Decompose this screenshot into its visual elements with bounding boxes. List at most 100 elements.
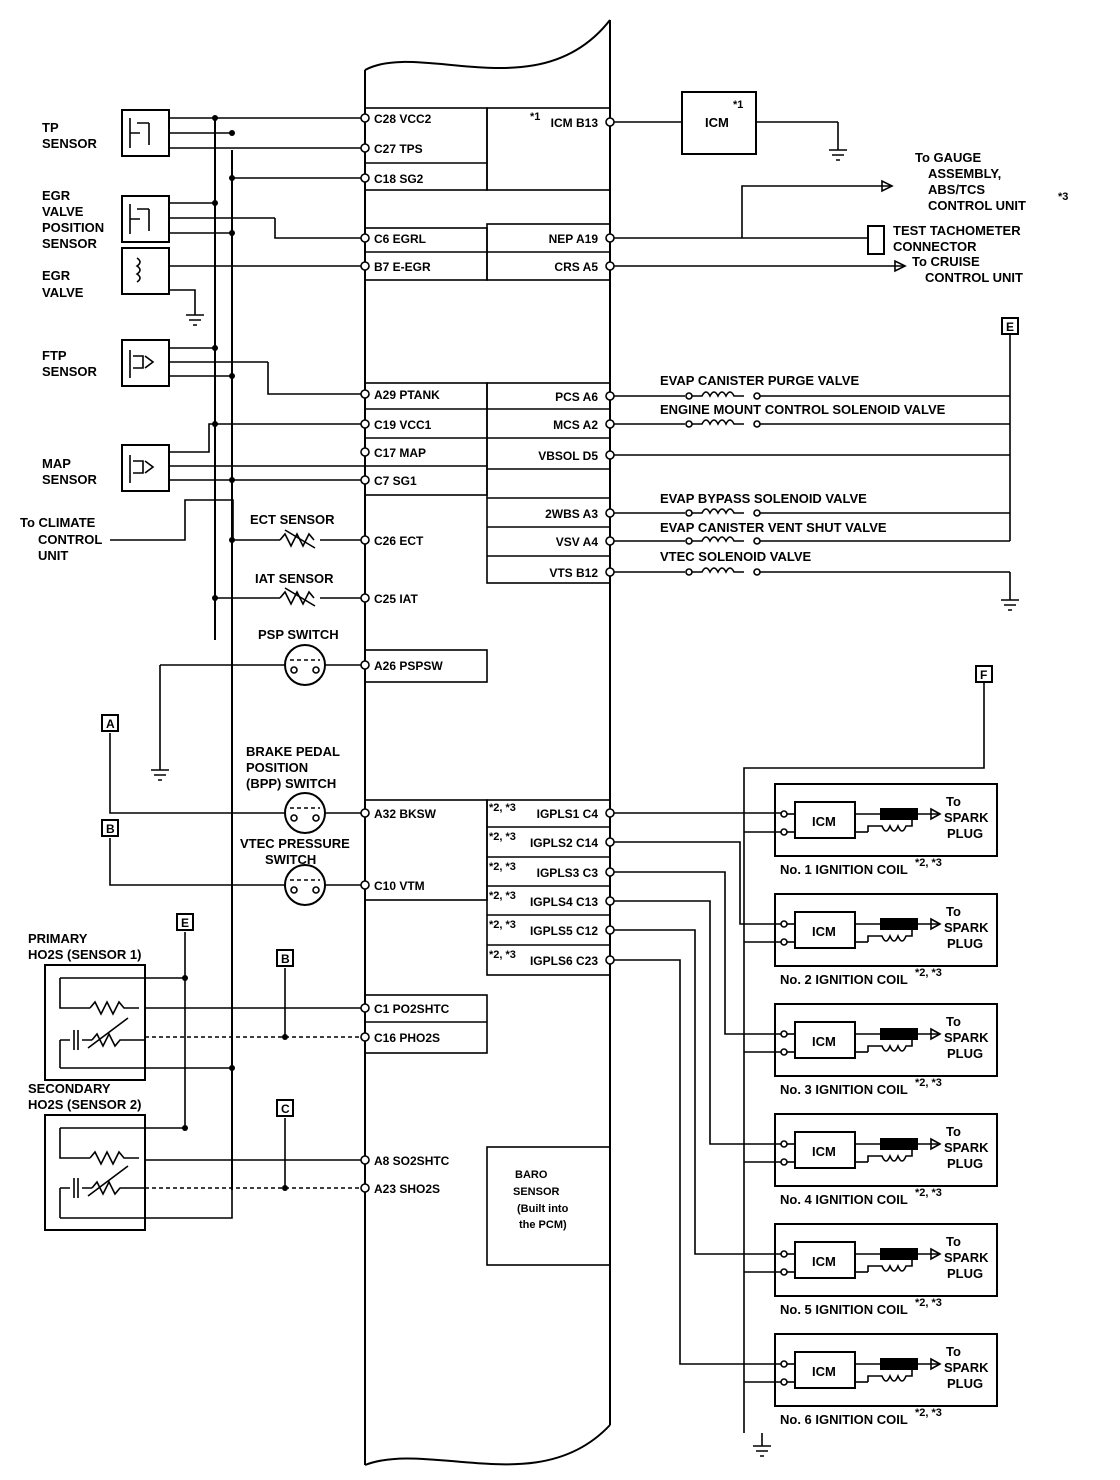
coil-note: *2, *3 [915, 1187, 942, 1199]
tp-label-1: TP [42, 120, 59, 135]
svg-text:ICM: ICM [812, 1254, 836, 1269]
psp-switch [284, 644, 326, 686]
pcm-left-pin-label: C10 VTM [374, 879, 425, 893]
pcm-right-pin-label: IGPLS6 C23 [530, 954, 598, 968]
pcm-left-terminal [360, 447, 370, 457]
coil-note: *2, *3 [915, 1077, 942, 1089]
tachometer-connector-body [867, 225, 885, 255]
pcm-right-pin-label: NEP A19 [549, 232, 599, 246]
egr-pos-label-4: SENSOR [42, 236, 98, 251]
vtec-pressure-switch [284, 864, 326, 906]
pcm-right-pin-label: IGPLS2 C14 [530, 836, 598, 850]
svg-text:F: F [980, 668, 987, 682]
egr-pos-label-2: VALVE [42, 204, 84, 219]
pcm-left-pin-label: A29 PTANK [374, 388, 440, 402]
pcm-right-pin-label: IGPLS4 C13 [530, 895, 598, 909]
svg-text:PLUG: PLUG [947, 1376, 983, 1391]
pcm-right-terminal [605, 955, 615, 965]
svg-text:To: To [946, 1124, 961, 1139]
svg-text:ICM: ICM [812, 924, 836, 939]
baro-label-4: the PCM) [519, 1219, 567, 1231]
pcm-right-pin-label: IGPLS1 C4 [537, 807, 599, 821]
egr-valve-label-2: VALVE [42, 285, 84, 300]
pcm-left-pin-label: C26 ECT [374, 534, 424, 548]
connector-flags: E F A B E B C [101, 317, 1019, 1117]
left-pin-cell [364, 994, 488, 1054]
svg-text:ICM: ICM [812, 1034, 836, 1049]
pcm-left-pin-label: C18 SG2 [374, 172, 424, 186]
pcm-left-pin-label: C28 VCC2 [374, 112, 432, 126]
secondary-ho2s-body [44, 1114, 146, 1231]
svg-text:To: To [946, 1014, 961, 1029]
psp-label: PSP SWITCH [258, 627, 339, 642]
pcm-right-terminal [605, 117, 615, 127]
svg-text:ICM: ICM [812, 814, 836, 829]
pcm-right-terminal [605, 896, 615, 906]
evap-bypass-label: EVAP BYPASS SOLENOID VALVE [660, 491, 867, 506]
cruise-label-1: To CRUISE [912, 254, 980, 269]
pcm-left-pin-label: C17 MAP [374, 446, 426, 460]
pcm-right-terminal [605, 261, 615, 271]
coil-name: No. 4 IGNITION COIL [780, 1192, 908, 1207]
ho2s1-label-1: PRIMARY [28, 931, 88, 946]
vtec-p-label-2: SWITCH [265, 852, 316, 867]
coil-name: No. 2 IGNITION COIL [780, 972, 908, 987]
svg-text:PLUG: PLUG [947, 1266, 983, 1281]
pcm-left-terminal [360, 233, 370, 243]
evap-vent-label: EVAP CANISTER VENT SHUT VALVE [660, 520, 887, 535]
coil-name: No. 6 IGNITION COIL [780, 1412, 908, 1427]
climate-label-3: UNIT [38, 548, 68, 563]
pcm-pin-note: *2, *3 [489, 890, 516, 902]
baro-sensor-cell: BARO SENSOR (Built into the PCM) [486, 1146, 611, 1266]
ignition-trigger-wire [614, 900, 781, 1145]
right-pin-cell [486, 382, 611, 584]
svg-text:A: A [106, 717, 115, 731]
left-wiring [44, 109, 365, 1231]
svg-text:E: E [1006, 320, 1014, 334]
pcm-left-terminal [360, 389, 370, 399]
tp-sensor-body [121, 109, 170, 157]
svg-text:To: To [946, 1344, 961, 1359]
svg-text:B: B [281, 952, 290, 966]
pcm-left-pin-label: A23 SHO2S [374, 1182, 440, 1196]
baro-label-3: (Built into [517, 1203, 569, 1215]
pcm-right-terminal [605, 391, 615, 401]
icm-note: *1 [733, 99, 743, 111]
egr-pos-label-1: EGR [42, 188, 71, 203]
gauge-label-3: ABS/TCS [928, 182, 985, 197]
coil-note: *2, *3 [915, 1297, 942, 1309]
connector-e-left: E [176, 913, 194, 931]
connector-f: F [975, 665, 993, 688]
pcm-left-terminal [360, 1032, 370, 1042]
pcm-left-pin-label: A26 PSPSW [374, 659, 443, 673]
vtec-p-label-1: VTEC PRESSURE [240, 836, 350, 851]
svg-text:ICM: ICM [812, 1364, 836, 1379]
connector-c: C [276, 1099, 294, 1117]
map-sensor-body [121, 444, 170, 492]
bpp-switch [284, 792, 326, 834]
svg-text:SPARK: SPARK [944, 920, 989, 935]
pcm-right-pin-label: VTS B12 [549, 566, 598, 580]
pcm-right-pin-label: 2WBS A3 [545, 507, 598, 521]
icm-label: ICM [705, 115, 729, 130]
svg-text:B: B [106, 822, 115, 836]
svg-text:E: E [181, 916, 189, 930]
mount-label: ENGINE MOUNT CONTROL SOLENOID VALVE [660, 402, 946, 417]
pcm-left-terminal [360, 113, 370, 123]
svg-text:SPARK: SPARK [944, 810, 989, 825]
ignition-trigger-wire [614, 841, 781, 925]
coil-note: *2, *3 [915, 857, 942, 869]
connector-a: A [101, 714, 119, 732]
left-junctions [182, 115, 288, 1191]
pcm-left-terminal [360, 880, 370, 890]
right-pin-cell [486, 799, 611, 976]
pcm-left-pin-label: C7 SG1 [374, 474, 417, 488]
ftp-label-1: FTP [42, 348, 67, 363]
vtec-sol-label: VTEC SOLENOID VALVE [660, 549, 812, 564]
